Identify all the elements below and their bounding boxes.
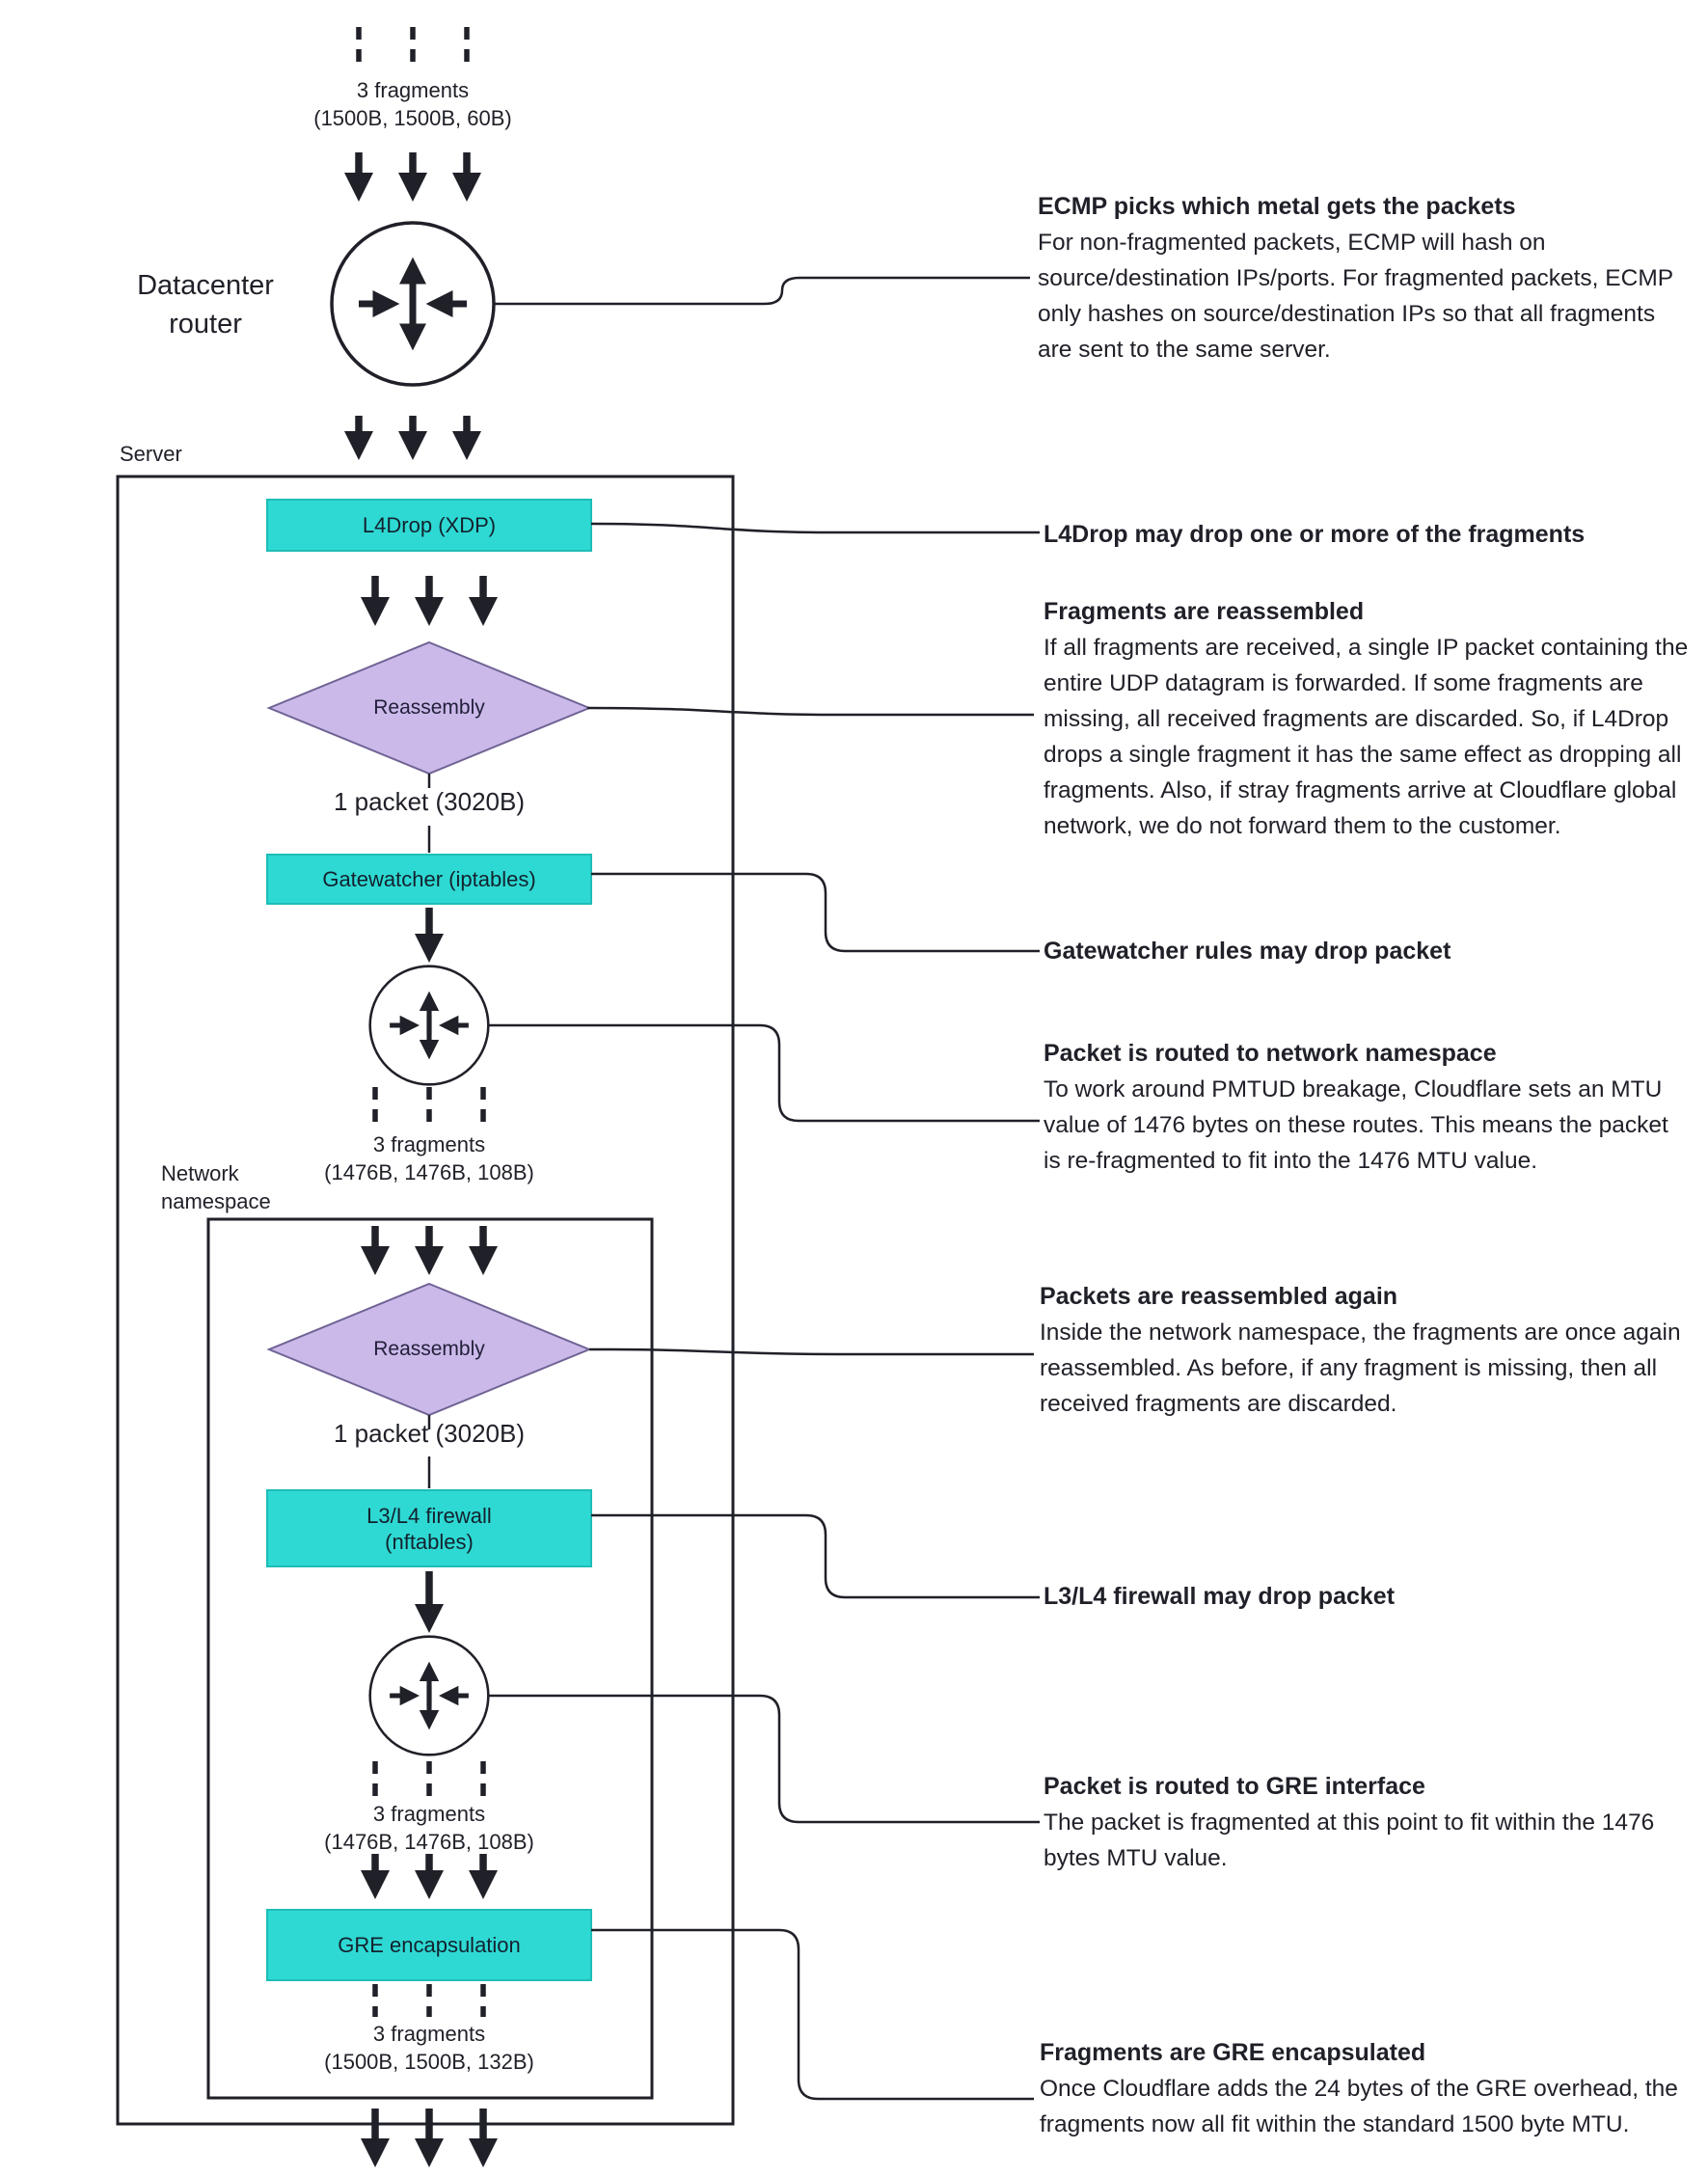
connector-ecmp: [495, 276, 1030, 306]
fragment-dashes-mid2: [372, 1761, 486, 1797]
fragment-sizes: (1500B, 1500B, 132B): [324, 2050, 534, 2074]
fragment-label-bottom: 3 fragments (1500B, 1500B, 132B): [275, 2020, 583, 2076]
network-namespace-label: Network namespace: [161, 1161, 271, 1213]
fragment-dashes-mid1: [372, 1087, 486, 1123]
reassembly-1-label: Reassembly: [373, 696, 485, 719]
connector-routed-gre: [488, 1694, 1040, 1824]
datacenter-router-label: Datacenter router: [137, 270, 274, 340]
annotation-body: Once Cloudflare adds the 24 bytes of the…: [1040, 2076, 1678, 2137]
annotation-title: Packet is routed to GRE interface: [1044, 1773, 1425, 1800]
flow-arrows-into-server: [344, 416, 481, 460]
annotation-title: L4Drop may drop one or more of the fragm…: [1044, 521, 1586, 548]
flow-arrows-into-router: [344, 152, 481, 202]
annotation-gre-encapsulated: Fragments are GRE encapsulated Once Clou…: [1040, 2035, 1688, 2142]
firewall-label-line2: (nftables): [385, 1529, 474, 1554]
fragment-count: 3 fragments: [372, 2022, 486, 2046]
annotation-title: L3/L4 firewall may drop packet: [1044, 1583, 1396, 1610]
fragment-label-mid2: 3 fragments (1476B, 1476B, 108B): [275, 1800, 583, 1856]
flow-arrows-into-gre: [361, 1854, 498, 1899]
fragment-dashes-bottom: [372, 1984, 486, 2017]
firewall-label-line1: L3/L4 firewall: [366, 1503, 492, 1528]
fragment-label-mid1: 3 fragments (1476B, 1476B, 108B): [275, 1130, 583, 1186]
fragment-count: 3 fragments: [356, 78, 470, 102]
gre-label: GRE encapsulation: [338, 1933, 521, 1957]
annotation-body: The packet is fragmented at this point t…: [1044, 1810, 1655, 1871]
annotation-routed-gre: Packet is routed to GRE interface The pa…: [1044, 1769, 1692, 1876]
server-box: [116, 475, 735, 2126]
server-label: Server: [120, 442, 182, 466]
route-icon-namespace: [370, 966, 489, 1085]
annotation-routed-namespace: Packet is routed to network namespace To…: [1044, 1036, 1692, 1179]
gatewatcher-label: Gatewatcher (iptables): [322, 867, 536, 891]
annotation-title: Packets are reassembled again: [1040, 1283, 1398, 1310]
annotation-body: Inside the network namespace, the fragme…: [1040, 1320, 1681, 1417]
annotation-title: Fragments are reassembled: [1044, 598, 1365, 625]
flow-arrows-exit: [361, 2109, 498, 2167]
connector-l4drop: [590, 522, 1040, 534]
annotation-title: ECMP picks which metal gets the packets: [1038, 193, 1516, 220]
fragment-dashes-top: [356, 27, 470, 66]
annotation-l4drop: L4Drop may drop one or more of the fragm…: [1044, 517, 1692, 553]
connector-gre-encapsulated: [591, 1928, 1034, 2101]
connector-firewall-drop: [591, 1513, 1040, 1599]
flow-arrows-l4drop-to-reassembly: [361, 576, 498, 626]
fragment-sizes: (1476B, 1476B, 108B): [324, 1160, 534, 1184]
fragment-count: 3 fragments: [372, 1132, 486, 1157]
connector-reassembled: [586, 706, 1034, 717]
firewall-label: L3/L4 firewall (nftables): [267, 1490, 591, 1566]
gre-box: [266, 1909, 592, 1981]
l4drop-box: [266, 499, 592, 552]
packet-2-label: 1 packet (3020B): [333, 1419, 525, 1448]
fragment-sizes: (1500B, 1500B, 60B): [313, 106, 512, 130]
annotation-body: If all fragments are received, a single …: [1044, 635, 1689, 839]
annotation-title: Gatewatcher rules may drop packet: [1044, 938, 1451, 965]
annotation-firewall-drop: L3/L4 firewall may drop packet: [1044, 1579, 1692, 1615]
fragment-sizes: (1476B, 1476B, 108B): [324, 1830, 534, 1854]
l4drop-label: L4Drop (XDP): [362, 513, 497, 537]
fragment-count: 3 fragments: [372, 1802, 486, 1826]
connector-reassembled-again: [588, 1347, 1034, 1356]
annotation-ecmp: ECMP picks which metal gets the packets …: [1038, 189, 1686, 367]
route-icon-gre: [370, 1637, 489, 1755]
annotation-reassembled: Fragments are reassembled If all fragmen…: [1044, 594, 1692, 844]
connector-gatewatcher: [591, 872, 1040, 953]
fragment-label-top: 3 fragments (1500B, 1500B, 60B): [258, 76, 567, 132]
annotation-title: Fragments are GRE encapsulated: [1040, 2039, 1426, 2066]
network-namespace-box: [206, 1217, 654, 2100]
datacenter-router-icon: [332, 223, 494, 385]
reassembly-2-label: Reassembly: [373, 1338, 485, 1360]
gatewatcher-box: [266, 854, 592, 905]
annotation-body: To work around PMTUD breakage, Cloudflar…: [1044, 1076, 1668, 1174]
connector-routed-namespace: [488, 1023, 1040, 1123]
annotation-reassembled-again: Packets are reassembled again Inside the…: [1040, 1279, 1688, 1422]
annotation-body: For non-fragmented packets, ECMP will ha…: [1038, 230, 1673, 363]
firewall-box: [266, 1489, 592, 1567]
annotation-gatewatcher: Gatewatcher rules may drop packet: [1044, 934, 1692, 969]
flow-arrows-into-namespace: [361, 1226, 498, 1275]
packet-1-label: 1 packet (3020B): [333, 787, 525, 816]
annotation-title: Packet is routed to network namespace: [1044, 1040, 1497, 1067]
